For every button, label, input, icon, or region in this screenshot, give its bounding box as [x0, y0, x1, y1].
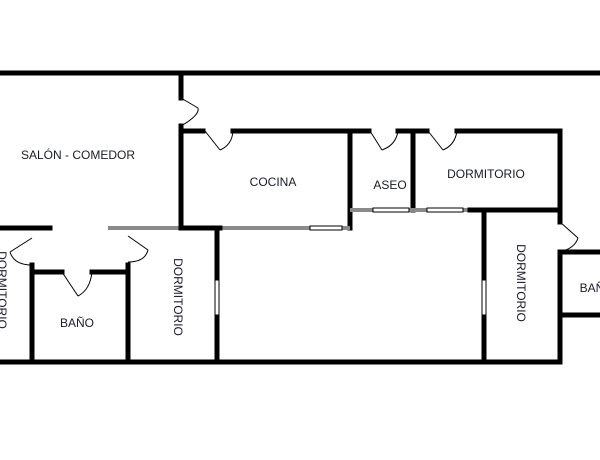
room-label-dormitorio-top: DORMITORIO: [447, 167, 525, 181]
room-label-bano-right: BAÑ: [579, 281, 600, 295]
room-label-cocina: COCINA: [249, 175, 297, 189]
windows: [214, 207, 487, 316]
room-label-dormitorio-center: DORMITORIO: [171, 258, 185, 336]
room-label-dormitorio-left: DORMITORIO: [0, 251, 9, 329]
room-label-dormitorio-right: DORMITORIO: [514, 244, 528, 322]
room-label-salon-comedor: SALÓN - COMEDOR: [20, 148, 136, 162]
room-label-bano-left: BAÑO: [59, 316, 95, 330]
doors: [9, 97, 579, 297]
room-label-aseo: ASEO: [373, 178, 407, 192]
